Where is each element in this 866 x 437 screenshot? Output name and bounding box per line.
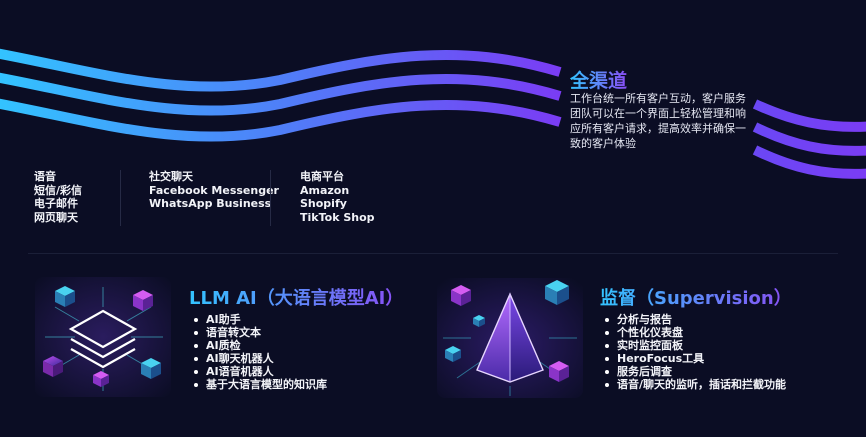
wave-line: [0, 48, 562, 92]
omnichannel-title: 全渠道: [570, 66, 627, 93]
channel-item: 网页聊天: [34, 210, 78, 224]
column-divider: [120, 170, 121, 226]
channel-column-social: 社交聊天 Facebook Messenger WhatsApp Busines…: [149, 170, 279, 211]
llm-title: LLM AI（大语言模型AI）: [189, 284, 403, 310]
supervision-title: 监督（Supervision）: [600, 284, 792, 310]
column-divider: [270, 170, 271, 226]
llm-feature-item: AI助手: [193, 313, 327, 326]
channel-item: WhatsApp Business: [149, 197, 272, 210]
supervision-feature-list: 分析与报告 个性化仪表盘 实时监控面板 HeroFocus工具 服务后调查 语音…: [604, 313, 786, 391]
ai-circuit-cubes-icon: [35, 277, 171, 397]
llm-feature-item: 基于大语言模型的知识库: [193, 378, 327, 391]
channel-item: Shopify: [300, 197, 347, 210]
supervision-feature-item: HeroFocus工具: [604, 352, 786, 365]
channel-item: 社交聊天: [149, 170, 193, 183]
wave-line: [752, 122, 866, 156]
wave-line: [0, 98, 562, 142]
channel-column-ecommerce: 电商平台 Amazon Shopify TikTok Shop: [300, 170, 375, 224]
channel-column-basic: 语音 短信/彩信 电子邮件 网页聊天: [34, 170, 82, 224]
supervision-feature-item: 实时监控面板: [604, 339, 786, 352]
wave-line: [752, 145, 866, 179]
llm-feature-item: 语音转文本: [193, 326, 327, 339]
wave-line: [752, 99, 866, 132]
channel-item: 电子邮件: [34, 197, 78, 210]
channel-item: TikTok Shop: [300, 210, 375, 224]
supervision-feature-item: 分析与报告: [604, 313, 786, 326]
section-divider: [28, 253, 838, 254]
supervision-feature-item: 语音/聊天的监听，插话和拦截功能: [604, 378, 786, 391]
supervision-feature-item: 个性化仪表盘: [604, 326, 786, 339]
llm-feature-item: AI质检: [193, 339, 327, 352]
llm-feature-item: AI语音机器人: [193, 365, 327, 378]
crystal-pyramid-icon: [437, 278, 583, 398]
channel-item: 语音: [34, 170, 56, 183]
llm-feature-list: AI助手 语音转文本 AI质检 AI聊天机器人 AI语音机器人 基于大语言模型的…: [193, 313, 327, 391]
channel-item: 电商平台: [300, 170, 344, 183]
channel-item: 短信/彩信: [34, 183, 83, 197]
supervision-feature-item: 服务后调查: [604, 365, 786, 378]
channel-item: Facebook Messenger: [149, 183, 279, 197]
llm-feature-item: AI聊天机器人: [193, 352, 327, 365]
wave-line: [0, 72, 562, 116]
channel-item: Amazon: [300, 183, 350, 197]
omnichannel-description: 工作台统一所有客户互动，客户服务团队可以在一个界面上轻松管理和响应所有客户请求，…: [570, 92, 746, 150]
